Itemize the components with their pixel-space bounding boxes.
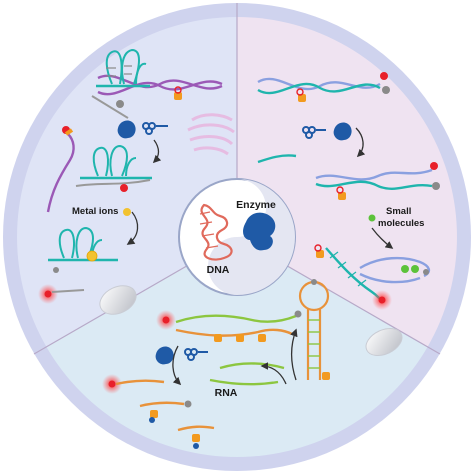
fluorophore-icon — [44, 290, 52, 298]
golgi-icon — [187, 113, 235, 156]
key-icon — [184, 348, 208, 361]
rna-label: RNA — [215, 387, 238, 399]
metal-ion-panel: Metal ions — [38, 48, 235, 315]
dna-hairpin-icon — [200, 203, 233, 261]
small-molecule-icon — [368, 214, 376, 222]
rna-panel: RNA — [102, 279, 330, 449]
fluorophore-icon — [162, 316, 170, 324]
quencher-icon — [116, 100, 124, 108]
organelle-icon — [99, 285, 137, 315]
enzyme-icon — [243, 212, 276, 251]
hairpin-probe — [298, 279, 330, 380]
lock-icon — [214, 334, 266, 342]
fluorophore-icon — [380, 72, 388, 80]
small-molecules-label-line1: Small — [386, 206, 411, 217]
enzyme-label: Enzyme — [236, 199, 276, 211]
dna-label: DNA — [207, 264, 230, 276]
lock-icon — [174, 92, 182, 100]
enzyme-icon — [117, 120, 136, 139]
key-icon — [142, 122, 168, 135]
small-molecule-panel: Small molecules — [257, 72, 440, 357]
sector-dna-small-molecules — [237, 17, 457, 347]
lock-icon — [298, 94, 306, 102]
small-molecules-label-line2: molecules — [378, 218, 424, 229]
enzyme-icon — [155, 346, 174, 365]
metal-ion-icon — [123, 208, 131, 216]
enzyme-icon — [333, 122, 352, 141]
sector-rna — [46, 237, 428, 457]
key-icon — [302, 126, 326, 139]
quencher-icon — [382, 86, 390, 94]
center-badge: Enzyme DNA — [178, 178, 296, 296]
metal-ions-label: Metal ions — [72, 206, 118, 217]
cloverleaf-structure — [105, 48, 147, 85]
fluorophore-icon — [120, 184, 128, 192]
quencher-icon — [294, 310, 302, 318]
organelle-icon — [365, 327, 403, 357]
